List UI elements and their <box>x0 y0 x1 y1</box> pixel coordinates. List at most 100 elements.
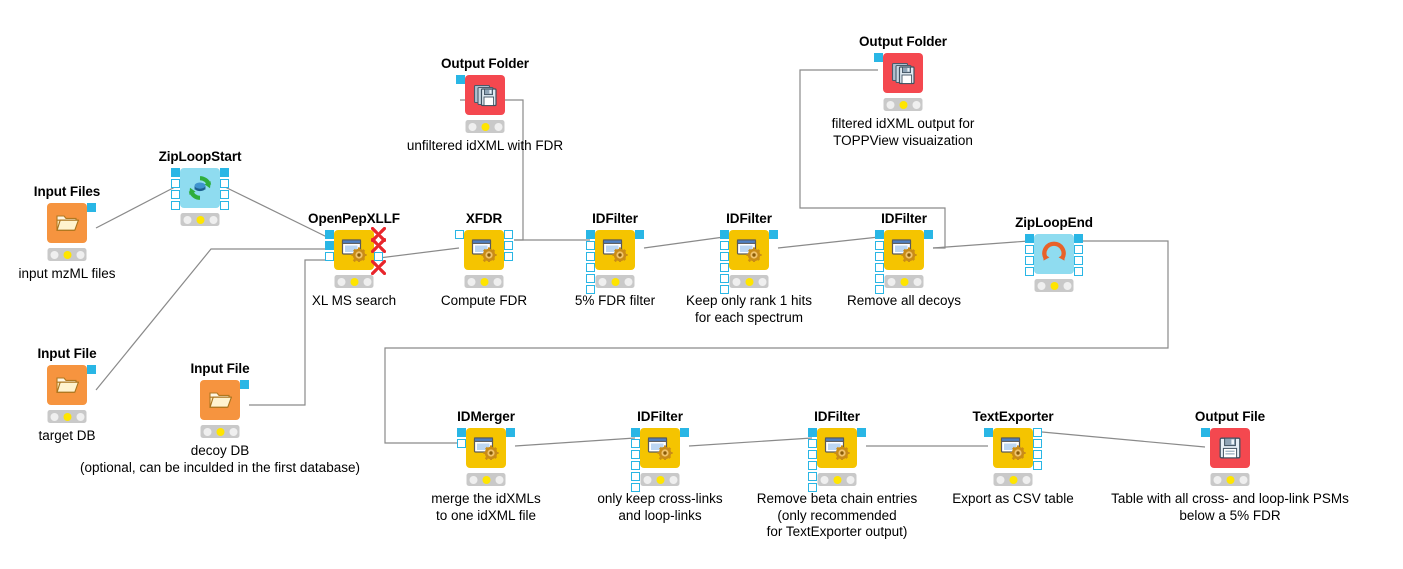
node-body[interactable] <box>456 75 505 115</box>
output-port[interactable] <box>1074 234 1083 243</box>
output-port-error[interactable] <box>371 227 386 242</box>
input-port[interactable] <box>171 190 180 199</box>
input-port[interactable] <box>1201 428 1210 437</box>
output-port[interactable] <box>1074 245 1083 254</box>
input-port[interactable] <box>875 263 884 272</box>
input-port[interactable] <box>325 230 334 239</box>
node-idfilter-decoys[interactable]: IDFilter Remove all decoys <box>847 211 961 308</box>
input-port[interactable] <box>171 168 180 177</box>
output-port[interactable] <box>506 428 515 437</box>
output-port[interactable] <box>1033 439 1042 448</box>
input-port[interactable] <box>631 483 640 492</box>
input-port[interactable] <box>808 472 817 481</box>
node-body[interactable] <box>457 428 515 468</box>
input-port[interactable] <box>586 230 595 239</box>
node-idfilter-fdr[interactable]: IDFilter 5% FDR filter <box>575 211 655 308</box>
node-body[interactable] <box>47 203 96 243</box>
input-port[interactable] <box>631 439 640 448</box>
node-zip-loop-start[interactable]: ZipLoopStart <box>159 149 241 226</box>
input-port[interactable] <box>171 179 180 188</box>
input-port[interactable] <box>456 75 465 84</box>
input-port[interactable] <box>720 252 729 261</box>
connection-idfilter-crosslinks-to-idfilter-beta[interactable] <box>688 437 813 447</box>
input-port[interactable] <box>720 274 729 283</box>
input-port[interactable] <box>720 263 729 272</box>
input-port[interactable] <box>808 428 817 437</box>
node-body[interactable] <box>325 227 386 275</box>
node-body[interactable] <box>171 168 229 210</box>
output-port[interactable] <box>635 230 644 239</box>
output-port-error[interactable] <box>371 238 386 253</box>
input-port[interactable] <box>984 428 993 437</box>
input-port[interactable] <box>586 241 595 250</box>
node-body[interactable] <box>875 230 933 294</box>
input-port[interactable] <box>325 252 334 261</box>
input-port[interactable] <box>1025 234 1034 243</box>
output-port[interactable] <box>680 428 689 437</box>
output-port[interactable] <box>1074 256 1083 265</box>
node-body[interactable] <box>984 428 1042 470</box>
input-port[interactable] <box>875 285 884 294</box>
node-idfilter-beta[interactable]: IDFilter Remove beta chain entries (on <box>757 409 918 539</box>
output-port[interactable] <box>220 190 229 199</box>
connection-input-files-to-ziploopstart[interactable] <box>95 186 176 229</box>
node-body[interactable] <box>631 428 689 492</box>
output-port[interactable] <box>220 168 229 177</box>
connection-idmerger-to-idfilter-crosslinks[interactable] <box>514 437 636 447</box>
output-port[interactable] <box>504 230 513 239</box>
input-port[interactable] <box>631 461 640 470</box>
input-port[interactable] <box>171 201 180 210</box>
input-port[interactable] <box>631 450 640 459</box>
input-port[interactable] <box>720 285 729 294</box>
connection-idfilter-fdr-to-idfilter-rank[interactable] <box>643 236 725 249</box>
input-port[interactable] <box>875 241 884 250</box>
node-textexporter[interactable]: TextExporter Export as CSV table <box>952 409 1074 506</box>
input-port[interactable] <box>720 230 729 239</box>
node-output-folder-filtered[interactable]: Output Folder filtered idXML output for … <box>832 34 975 148</box>
node-body[interactable] <box>1201 428 1250 468</box>
output-port[interactable] <box>769 230 778 239</box>
node-idmerger[interactable]: IDMerger merge the idXMLs to one idXML <box>431 409 541 523</box>
output-port[interactable] <box>857 428 866 437</box>
output-port[interactable] <box>1033 428 1042 437</box>
input-port[interactable] <box>631 428 640 437</box>
node-body[interactable] <box>808 428 866 492</box>
output-port[interactable] <box>1074 267 1083 276</box>
input-port[interactable] <box>808 461 817 470</box>
node-body[interactable] <box>874 53 923 93</box>
input-port[interactable] <box>455 230 464 239</box>
connection-decoy-db-to-openpepxllf[interactable] <box>249 259 329 406</box>
connection-idfilter-decoys-to-ziploopend[interactable] <box>932 240 1030 249</box>
input-port[interactable] <box>457 428 466 437</box>
output-port[interactable] <box>220 179 229 188</box>
node-output-file-table[interactable]: Output File Table with all cross- and lo… <box>1111 409 1349 523</box>
input-port[interactable] <box>586 274 595 283</box>
node-output-folder-unfiltered[interactable]: Output Folder unfiltered idXML with FDR <box>407 56 563 153</box>
node-body[interactable] <box>1025 234 1083 276</box>
output-port[interactable] <box>374 252 383 261</box>
input-port[interactable] <box>325 241 334 250</box>
output-port[interactable] <box>504 241 513 250</box>
output-port[interactable] <box>240 380 249 389</box>
node-idfilter-crosslinks[interactable]: IDFilter only keep cross-links and loo <box>597 409 722 523</box>
input-port[interactable] <box>875 252 884 261</box>
node-body[interactable] <box>47 365 96 405</box>
node-idfilter-rank[interactable]: IDFilter Keep only rank 1 hits for eac <box>686 211 812 325</box>
output-port[interactable] <box>1033 450 1042 459</box>
input-port[interactable] <box>1025 245 1034 254</box>
input-port[interactable] <box>586 285 595 294</box>
node-input-file-target[interactable]: Input File target DB <box>38 346 97 443</box>
output-port[interactable] <box>87 203 96 212</box>
connection-idfilter-rank-to-idfilter-decoys[interactable] <box>777 236 880 249</box>
node-xfdr[interactable]: XFDR Compute FDR <box>441 211 527 308</box>
input-port[interactable] <box>457 439 466 448</box>
output-port[interactable] <box>1033 461 1042 470</box>
node-input-files[interactable]: Input Files input mzML files <box>18 184 115 281</box>
node-input-file-decoy[interactable]: Input File decoy DB (optional, can be in… <box>80 361 360 475</box>
input-port[interactable] <box>1025 256 1034 265</box>
output-port[interactable] <box>87 365 96 374</box>
node-zip-loop-end[interactable]: ZipLoopEnd <box>1015 215 1093 292</box>
input-port[interactable] <box>720 241 729 250</box>
output-port[interactable] <box>924 230 933 239</box>
connection-openpepxllf-to-xfdr[interactable] <box>378 247 460 259</box>
